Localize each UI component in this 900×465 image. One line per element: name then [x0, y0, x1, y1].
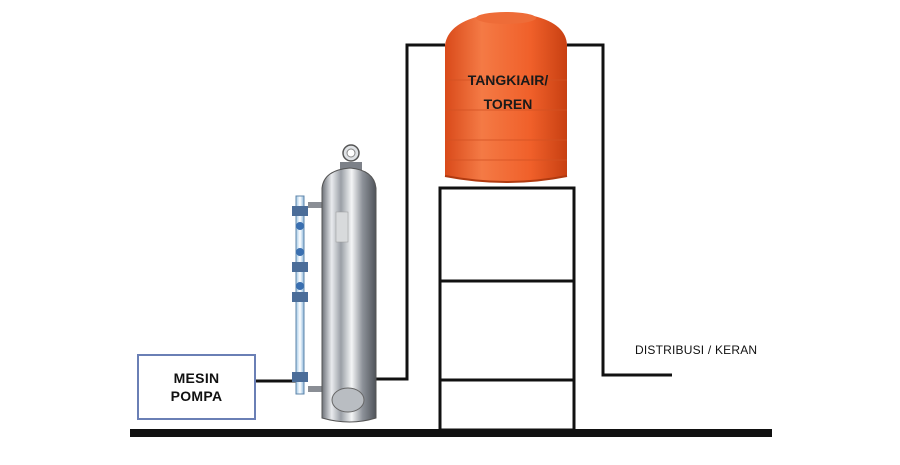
pump-label-line1: MESIN — [173, 370, 220, 386]
pipe-filter-to-tank — [374, 43, 445, 381]
tank-label: TANGKIAIR/ TOREN — [448, 68, 568, 116]
ground-line — [130, 429, 772, 437]
distribution-label: DISTRIBUSI / KERAN — [635, 343, 758, 357]
tank-tower — [438, 186, 576, 432]
pump-label-line2: POMPA — [170, 388, 223, 404]
tank-label-line1: TANGKIAIR/ — [467, 72, 549, 88]
filter-tank — [321, 144, 377, 423]
tank-label-line2: TOREN — [483, 96, 533, 112]
water-tank — [444, 12, 568, 183]
pipe-tank-to-distribution — [567, 43, 672, 377]
pump-box: MESIN POMPA — [137, 354, 256, 420]
filter-bypass-pipe — [292, 195, 324, 395]
